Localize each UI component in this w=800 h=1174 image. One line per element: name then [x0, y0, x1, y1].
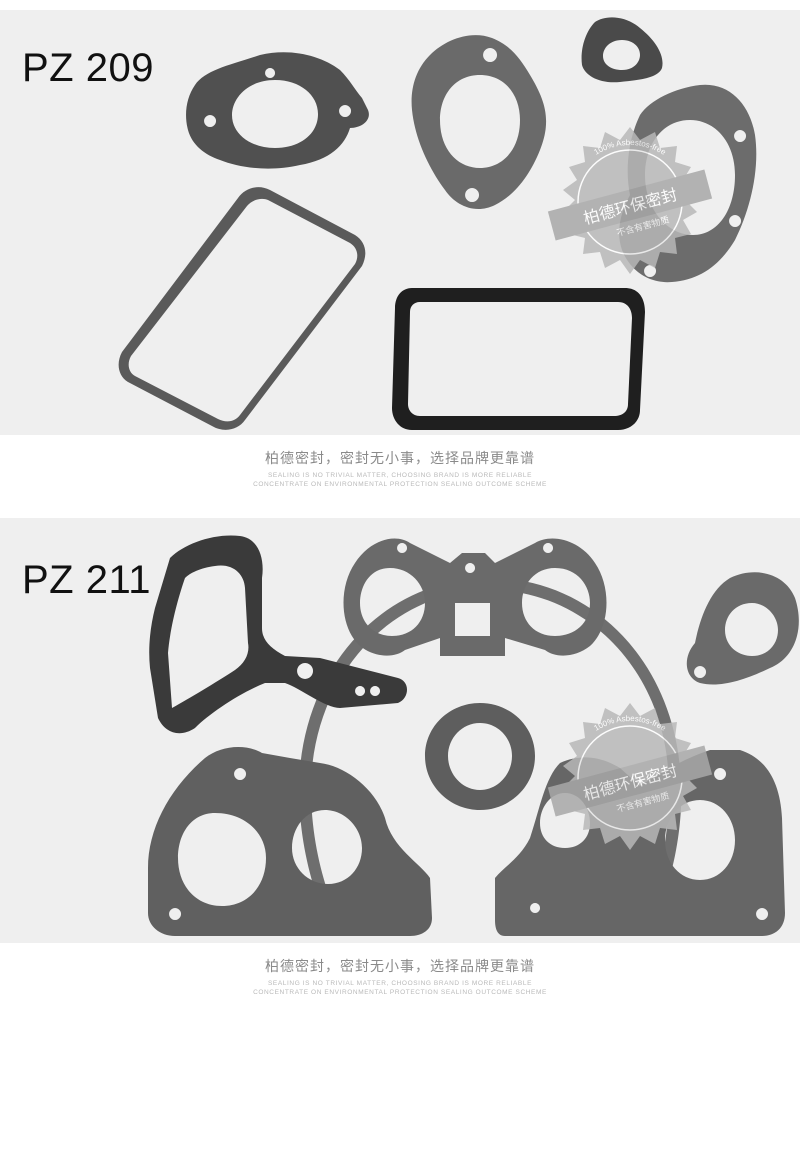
gasket-throttle-left: [148, 746, 432, 936]
caption-english-2: CONCENTRATE ON ENVIRONMENTAL PROTECTION …: [253, 989, 547, 996]
gasket-twin-ring: [343, 538, 607, 656]
caption-english-2: CONCENTRATE ON ENVIRONMENTAL PROTECTION …: [253, 481, 547, 488]
product-photo-pz209: PZ 209 100% Asbestos-free 柏德环保密封 不含有害物质: [0, 10, 800, 435]
model-label: PZ 209: [22, 46, 154, 90]
gasket-thin-rectangle: [118, 187, 366, 430]
caption-pz211: 柏德密封，密封无小事，选择品牌更靠谱 SEALING IS NO TRIVIAL…: [0, 956, 800, 997]
caption-english-1: SEALING IS NO TRIVIAL MATTER, CHOOSING B…: [267, 472, 533, 479]
gasket-irregular-angled: [149, 535, 408, 734]
gasket-small-round: [425, 703, 535, 810]
asbestos-free-seal: 100% Asbestos-free 柏德环保密封 不含有害物质: [547, 127, 713, 274]
gasket-round-lobed: [186, 52, 369, 169]
gasket-thick-rectangle: [392, 288, 645, 430]
caption-english-1: SEALING IS NO TRIVIAL MATTER, CHOOSING B…: [267, 980, 533, 987]
caption-pz209: 柏德密封，密封无小事，选择品牌更靠谱 SEALING IS NO TRIVIAL…: [0, 448, 800, 489]
gasket-throttle-right: [495, 750, 785, 936]
asbestos-free-seal: 100% Asbestos-free 柏德环保密封 不含有害物质: [547, 703, 713, 850]
caption-slogan: 柏德密封，密封无小事，选择品牌更靠谱: [265, 959, 535, 975]
model-label: PZ 211: [22, 558, 151, 602]
gasket-oval-flange: [411, 35, 547, 210]
product-photo-pz211: PZ 211 100% Asbestos-free 柏德环保密封 不含有害物质: [0, 518, 800, 943]
gasket-set-illustration: [148, 535, 799, 936]
caption-slogan: 柏德密封，密封无小事，选择品牌更靠谱: [265, 451, 535, 467]
gasket-small-triangle: [581, 17, 663, 83]
gasket-keyhole: [686, 572, 799, 685]
